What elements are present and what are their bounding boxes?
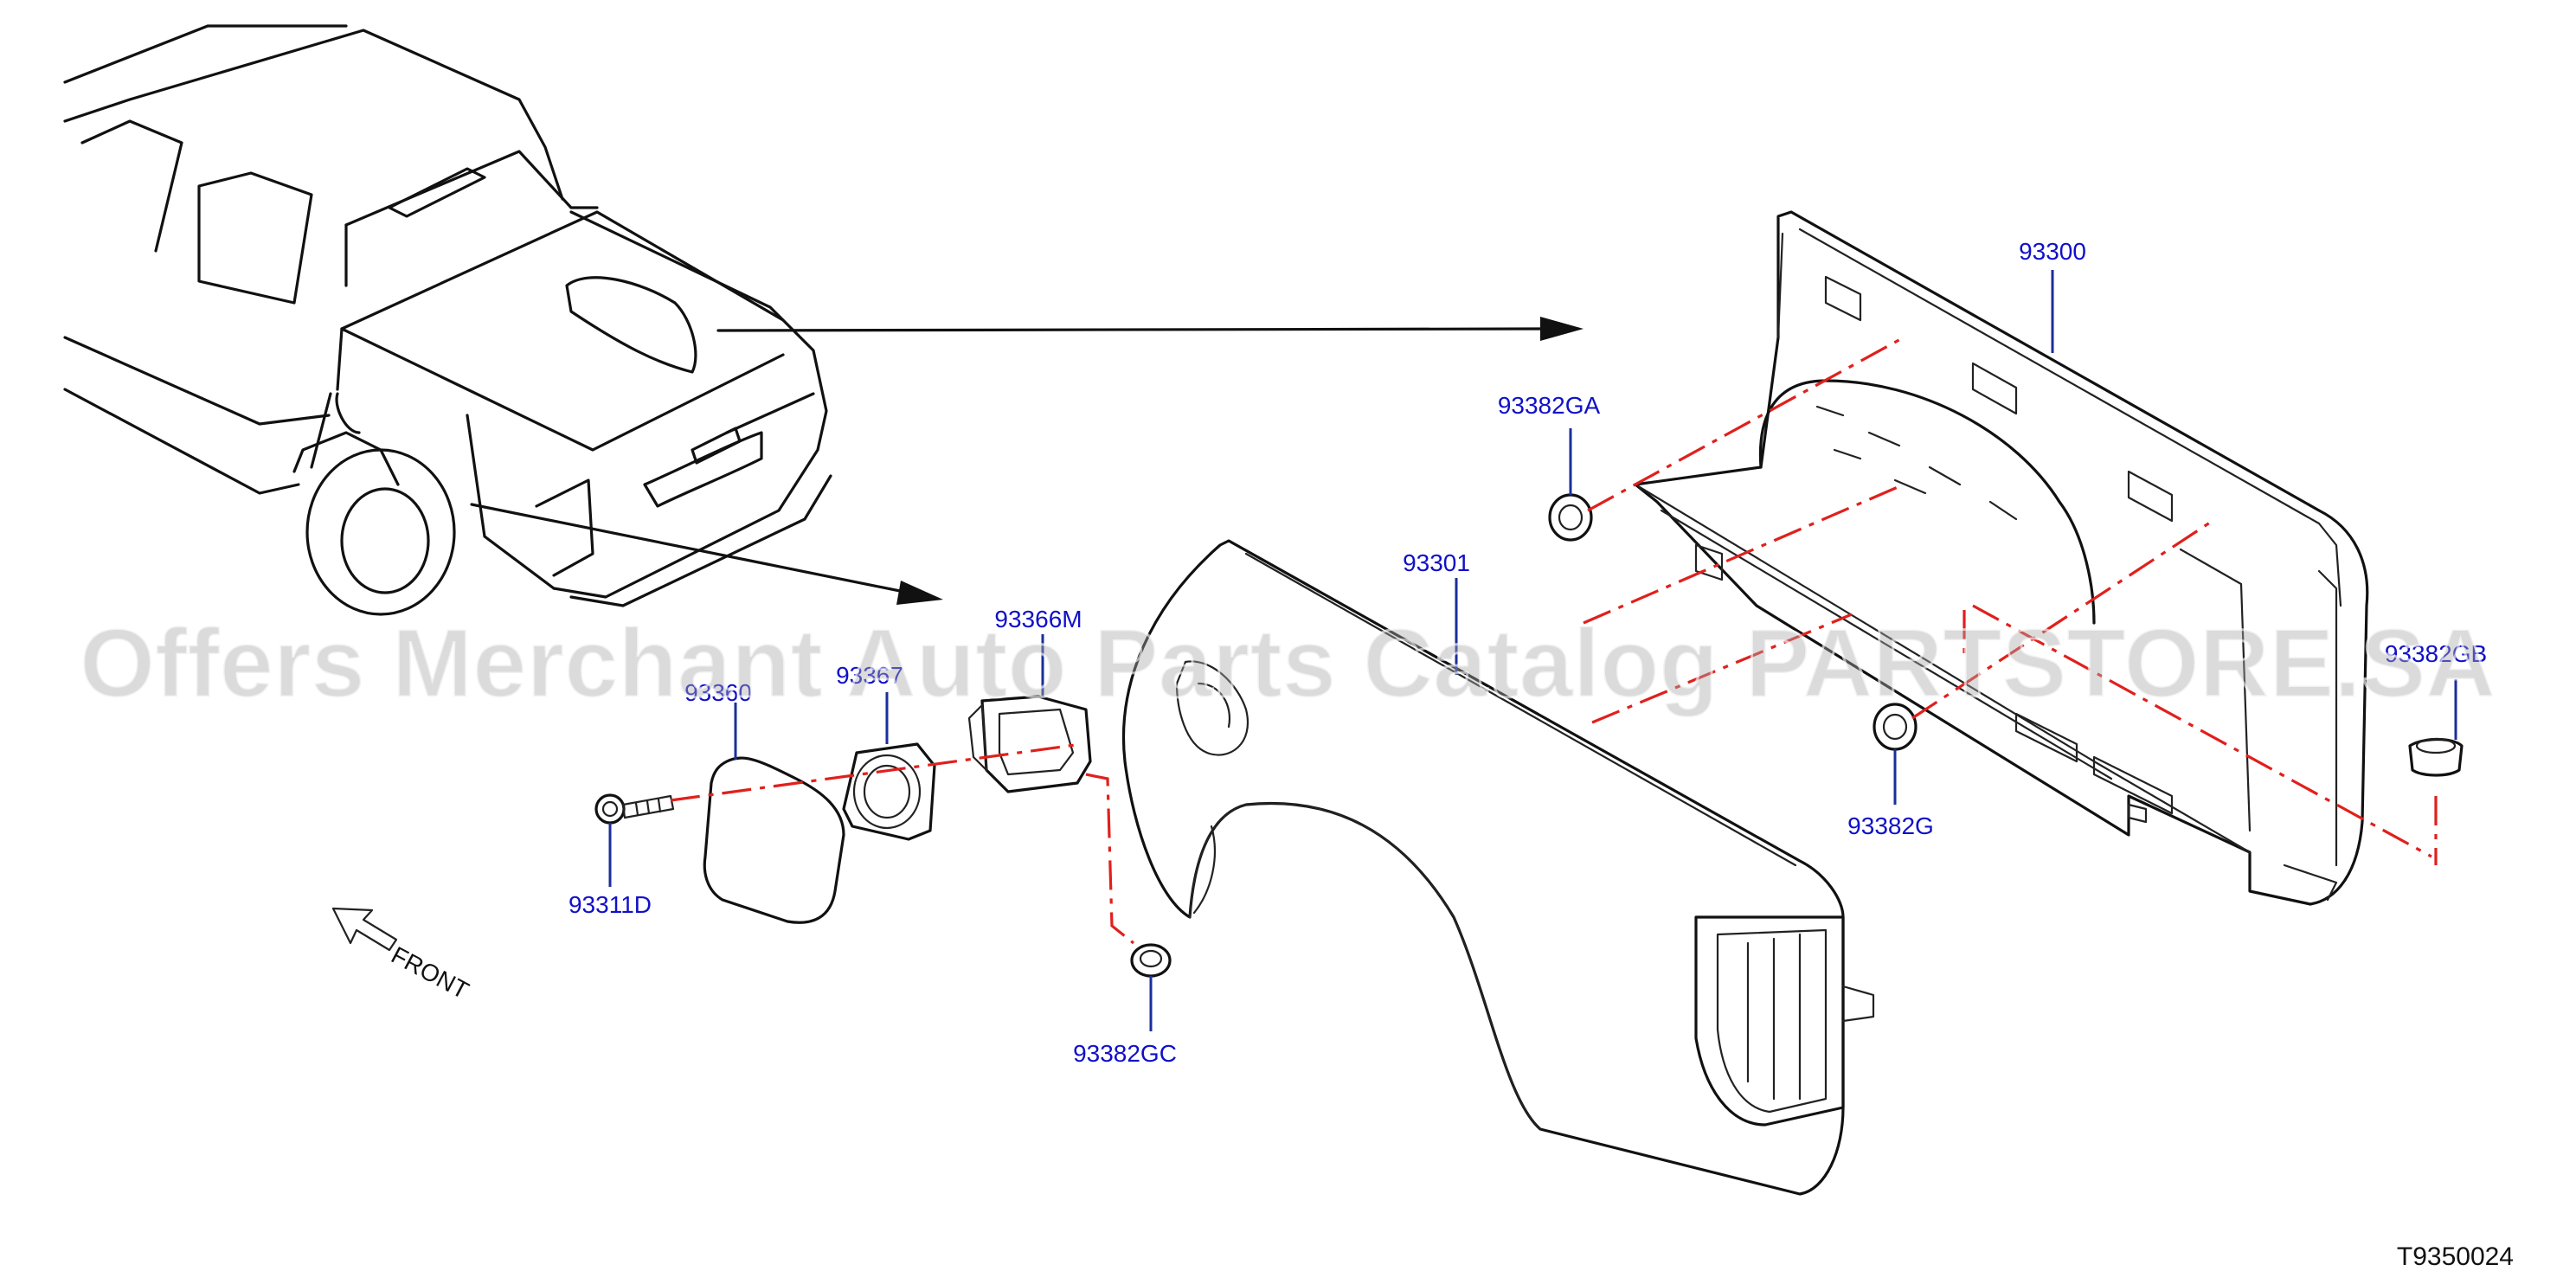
callout-labels: 93300 93301 93382GA 93382G 93382GB 93382… (569, 238, 2487, 1067)
pointer-arrows (470, 317, 1584, 605)
label-93311D: 93311D (569, 891, 652, 918)
label-93382GB: 93382GB (2385, 640, 2487, 667)
truck-illustration (63, 24, 832, 616)
grommet-93382GA (1548, 493, 1593, 542)
drawing-code: T9350024 (2397, 1242, 2514, 1271)
label-93382GA: 93382GA (1498, 392, 1601, 419)
assembly-centerlines (670, 336, 2438, 945)
label-93360: 93360 (684, 679, 752, 706)
grommet-93382GC (1130, 943, 1172, 978)
watermark: Offers Merchant Auto Parts Catalog PARTS… (80, 609, 2496, 717)
bed-side-panel (1634, 210, 2369, 906)
label-93366M: 93366M (994, 606, 1082, 632)
label-93300: 93300 (2019, 238, 2086, 265)
fuel-housing-93366M (967, 695, 1092, 793)
rear-fender-panel (1121, 539, 1875, 1196)
ring-93367 (842, 742, 936, 841)
callout-leaders (608, 270, 2457, 1031)
front-arrow-icon (331, 907, 398, 952)
label-93367: 93367 (836, 662, 903, 689)
label-93382GC: 93382GC (1073, 1040, 1177, 1067)
grommet-93382G (1873, 703, 1918, 751)
front-label: FRONT (387, 941, 473, 1005)
bolt-93311D (594, 793, 675, 825)
clip-93382GB (2408, 737, 2464, 777)
label-93301: 93301 (1403, 549, 1470, 576)
front-direction-indicator: FRONT (331, 907, 473, 1005)
fuel-lid-93360 (703, 756, 845, 924)
label-93382G: 93382G (1847, 812, 1934, 839)
